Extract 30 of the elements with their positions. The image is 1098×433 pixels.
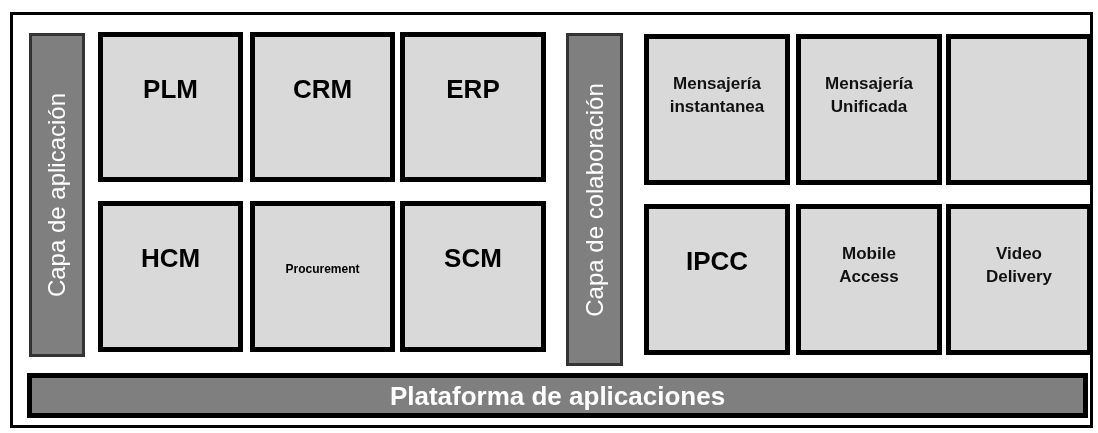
module-label: HCM bbox=[140, 242, 201, 275]
module-label: Video Delivery bbox=[984, 243, 1054, 288]
outer-frame bbox=[10, 12, 1093, 428]
module-box bbox=[250, 32, 395, 182]
module-label: IPCC bbox=[685, 245, 749, 278]
module-box bbox=[400, 32, 546, 182]
module-label: Mensajería Unificada bbox=[824, 73, 914, 118]
layer-label: Capa de colaboración bbox=[582, 82, 607, 317]
module-box bbox=[98, 32, 243, 182]
module-box bbox=[400, 201, 546, 352]
module-label: ERP bbox=[446, 73, 500, 106]
layer-bar bbox=[566, 33, 623, 366]
module-box bbox=[644, 204, 790, 355]
module-box bbox=[250, 201, 395, 352]
module-label: CRM bbox=[292, 73, 353, 106]
module-label: SCM bbox=[444, 242, 502, 275]
platform-bar bbox=[27, 373, 1088, 418]
module-box bbox=[796, 204, 942, 355]
module-label: Mobile Access bbox=[838, 243, 900, 288]
module-box bbox=[644, 34, 790, 185]
layer-bar bbox=[29, 33, 85, 357]
module-box bbox=[98, 201, 243, 352]
module-box bbox=[946, 34, 1092, 185]
platform-label: Plataforma de aplicaciones bbox=[389, 382, 726, 409]
module-label: Mensajería instantanea bbox=[668, 73, 766, 118]
module-label: PLM bbox=[143, 73, 198, 106]
layer-label: Capa de aplicación bbox=[45, 92, 69, 298]
module-box bbox=[796, 34, 942, 185]
module-label: Procurement bbox=[285, 261, 360, 278]
module-box bbox=[946, 204, 1092, 355]
